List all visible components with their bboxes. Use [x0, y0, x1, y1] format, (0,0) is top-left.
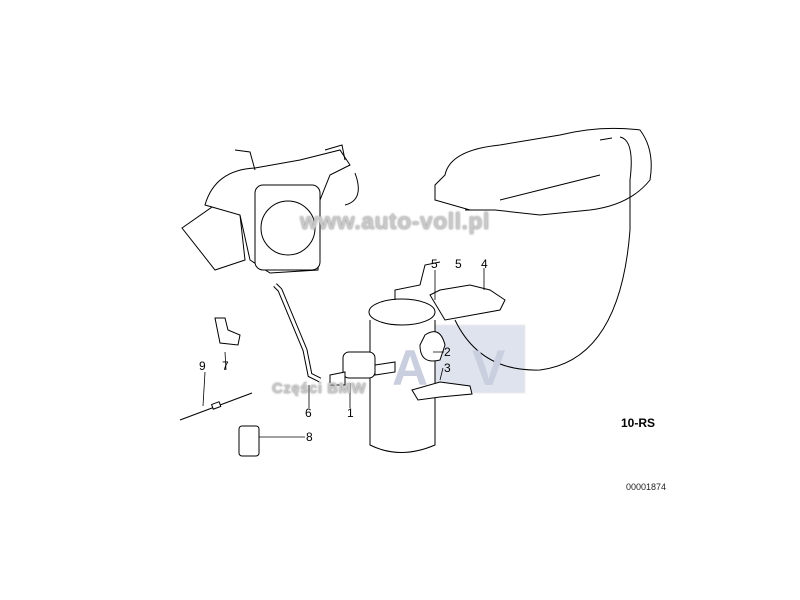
- callout-3: 3: [444, 361, 451, 375]
- svg-text:A: A: [392, 340, 428, 396]
- intake-housing-drawing: [434, 127, 652, 371]
- throttle-body-drawing: [181, 144, 359, 274]
- callout-7: 7: [222, 359, 229, 373]
- callout-2: 2: [444, 345, 451, 359]
- callout-6: 6: [305, 406, 312, 420]
- charcoal-canister-drawing: [368, 261, 506, 453]
- bracket-3: [411, 381, 473, 401]
- callout-5b: 5: [455, 257, 462, 271]
- group-code: 10-RS: [621, 416, 656, 430]
- url-watermark: www.auto-voll.pl: [300, 208, 490, 234]
- callout-1: 1: [347, 406, 354, 420]
- callout-4: 4: [481, 257, 488, 271]
- purge-valve-drawing: [329, 351, 396, 386]
- av-logo-watermark: A V: [392, 340, 506, 396]
- connector-8: [238, 425, 260, 457]
- parts-watermark: Części BMW: [272, 380, 367, 397]
- callout-5a: 5: [431, 257, 438, 271]
- callout-8: 8: [306, 430, 313, 444]
- clip-7: [214, 317, 241, 346]
- svg-text:V: V: [472, 340, 506, 396]
- leader-lines: [202, 268, 485, 438]
- image-code: 00001874: [626, 482, 667, 492]
- callout-9: 9: [199, 359, 206, 373]
